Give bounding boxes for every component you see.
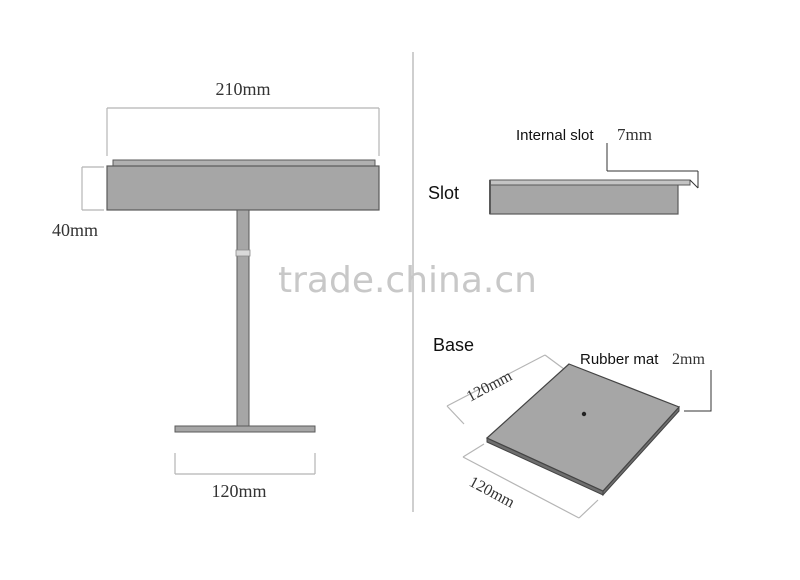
base-side-b-dimension (462, 443, 599, 519)
stand-height-dimension (81, 166, 104, 211)
stand-width-label: 210mm (215, 79, 270, 99)
slot-leader (606, 143, 699, 189)
rubber-mat-thickness-label: 2mm (672, 351, 705, 368)
base-side-a-label: 120mm (464, 367, 516, 405)
base-title: Base (433, 335, 474, 355)
rubber-mat-leader (684, 370, 712, 412)
stand-side-view: 210mm 40mm 120mm (52, 79, 380, 501)
base-detail: Base Rubber mat 2mm 120mm 120mm (433, 335, 712, 519)
base-plate (485, 363, 681, 492)
slot-body (489, 183, 679, 215)
internal-slot-label: Internal slot (516, 127, 594, 144)
slot-detail: Slot Internal slot 7mm (428, 125, 699, 215)
slot-lip (489, 179, 691, 186)
stand-pole-joint (235, 249, 251, 257)
base-center-hole (581, 411, 587, 417)
stand-height-label: 40mm (52, 220, 98, 240)
watermark: trade.china.cn (278, 260, 537, 301)
stand-pole (236, 209, 250, 427)
slot-title: Slot (428, 183, 459, 203)
slot-size-label: 7mm (617, 125, 652, 144)
stand-base-label: 120mm (211, 481, 266, 501)
base-side-b-label: 120mm (466, 474, 518, 512)
rubber-mat-label: Rubber mat (580, 351, 659, 368)
stand-base-foot (174, 425, 316, 433)
stand-width-dimension (106, 107, 380, 156)
stand-plate (106, 165, 380, 211)
stand-base-dimension (174, 453, 316, 475)
stand-plate-lip (112, 159, 376, 167)
